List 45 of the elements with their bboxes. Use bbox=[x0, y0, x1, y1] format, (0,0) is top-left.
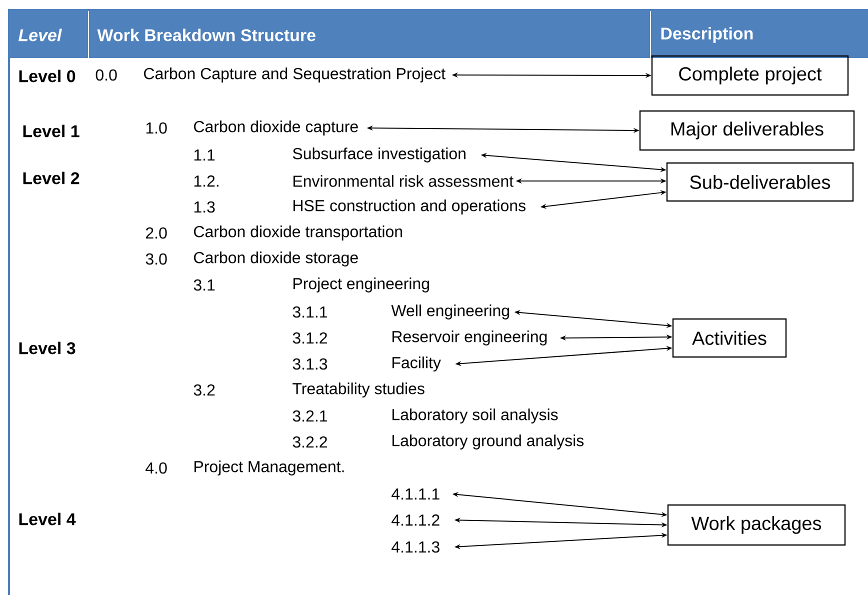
item-text: Carbon dioxide storage bbox=[194, 252, 358, 266]
description-box: Sub-deliverables bbox=[666, 162, 854, 202]
item-number: 3.0 bbox=[146, 253, 167, 265]
level-label: Level 4 bbox=[19, 512, 76, 526]
item-text: Carbon dioxide transportation bbox=[194, 226, 402, 240]
item-text: Subsurface investigation bbox=[292, 148, 466, 162]
item-number: 3.1.2 bbox=[292, 332, 327, 344]
item-number: 1.2. bbox=[194, 175, 218, 187]
item-text: Project engineering bbox=[294, 278, 429, 292]
level-label: Level 0 bbox=[19, 70, 76, 82]
item-text: Environmental risk assessment bbox=[294, 175, 514, 187]
item-number: 2.0 bbox=[146, 227, 167, 239]
item-text: HSE construction and operations bbox=[294, 200, 526, 214]
description-box: Activities bbox=[672, 318, 787, 358]
item-number: 3.1.3 bbox=[292, 358, 328, 370]
description-box: Work packages bbox=[667, 504, 846, 546]
item-number: 3.2.2 bbox=[292, 436, 327, 448]
item-text: Carbon dioxide capture bbox=[194, 120, 358, 136]
item-text: Laboratory ground analysis bbox=[392, 434, 584, 450]
item-number: 1.1 bbox=[194, 150, 215, 160]
item-text: Facility bbox=[392, 356, 441, 372]
item-number: 3.2.1 bbox=[292, 410, 327, 422]
description-box: Major deliverables bbox=[639, 110, 855, 151]
item-text: Reservoir engineering bbox=[392, 330, 547, 346]
item-text: Laboratory soil analysis bbox=[392, 408, 558, 424]
item-text: Project Management. bbox=[194, 460, 344, 476]
item-text: 4.1.1.3 bbox=[392, 541, 440, 553]
item-number: 1.3 bbox=[194, 201, 215, 213]
item-text: Carbon Capture and Sequestration Project bbox=[144, 68, 446, 82]
item-number: 3.1.1 bbox=[292, 306, 327, 318]
item-text: 4.1.1.2 bbox=[392, 514, 440, 526]
level-label: Level 2 bbox=[23, 172, 80, 184]
item-number: 3.2 bbox=[194, 384, 215, 396]
level-label: Level 3 bbox=[19, 342, 76, 354]
description-box: Complete project bbox=[651, 55, 849, 96]
item-number: 3.1 bbox=[194, 279, 215, 291]
item-number: 4.0 bbox=[146, 462, 167, 474]
item-number: 0.0 bbox=[96, 69, 117, 81]
item-text: 4.1.1.1 bbox=[392, 488, 440, 500]
item-number: 1.0 bbox=[146, 122, 167, 134]
header-cell: Level bbox=[10, 11, 88, 58]
header-cell: Description bbox=[651, 11, 868, 58]
level-label: Level 1 bbox=[23, 124, 80, 138]
item-text: Treatability studies bbox=[292, 382, 424, 398]
item-text: Well engineering bbox=[391, 304, 510, 320]
